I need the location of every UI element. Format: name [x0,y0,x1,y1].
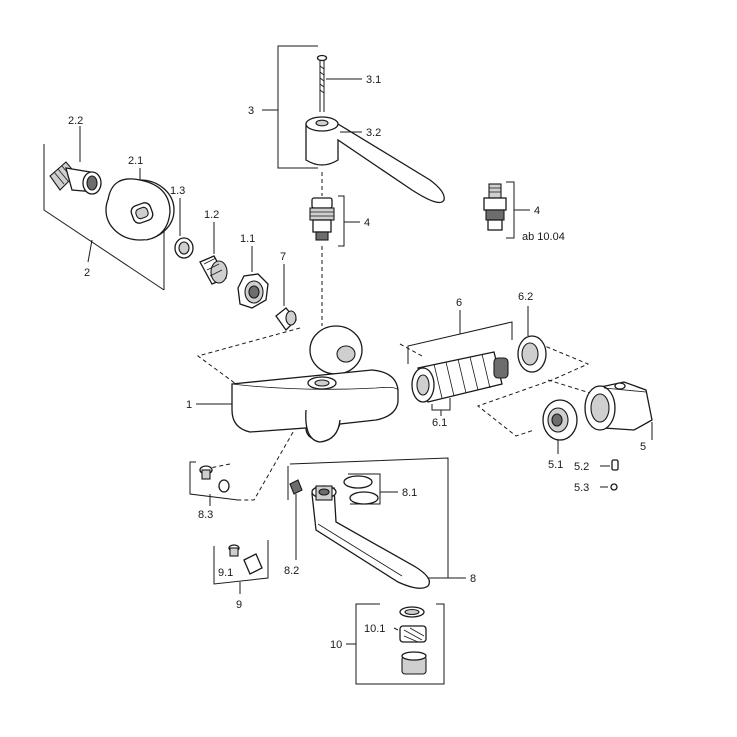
faucet-body-1 [196,325,399,443]
part-labels: 1 2 2.1 2.2 1.3 1.2 1.1 3 3.1 3.2 4 4 ab… [68,74,646,651]
label-5-1: 5.1 [548,459,563,471]
hex-nut-1-1 [237,246,269,309]
label-5-2: 5.2 [574,461,589,473]
label-2-1: 2.1 [128,155,143,167]
label-6-2: 6.2 [518,291,533,303]
label-2-2: 2.2 [68,115,83,127]
ring-6-2 [517,306,547,373]
label-1-1: 1.1 [240,233,255,245]
label-8-2: 8.2 [284,565,299,577]
label-9-1: 9.1 [218,567,233,579]
label-8-3: 8.3 [198,509,213,521]
label-4-center: 4 [364,217,370,229]
label-9: 9 [236,599,242,611]
label-5: 5 [640,441,646,453]
group-8-spout [287,457,466,589]
group-10-aerator [346,603,445,685]
label-10: 10 [330,639,342,651]
label-1-2: 1.2 [204,209,219,221]
insert-7 [275,264,297,332]
cartridge-4-right [483,181,530,239]
nut-1-3 [174,198,194,259]
group-2-wall-connection [43,126,175,291]
label-3-1: 3.1 [366,74,381,86]
screw-5-2 [600,459,619,471]
label-5-3: 5.3 [574,482,589,494]
label-10-1: 10.1 [364,623,385,635]
screw-3-1 [316,54,328,112]
label-ab-10-04: ab 10.04 [522,231,565,243]
elbow-fitting-2-2 [49,161,102,195]
dashed-guides [196,172,601,501]
part-5-3 [600,483,618,491]
label-7: 7 [280,251,286,263]
group-8-3 [189,461,239,506]
rosette-2-1 [105,178,175,241]
sleeve-1-2 [199,222,228,285]
group-3-handle [262,45,445,204]
label-3: 3 [248,105,254,117]
label-6: 6 [456,297,462,309]
temperature-grip-5 [584,381,653,440]
group-6-thermo-cartridge [407,310,513,416]
label-1: 1 [186,399,192,411]
label-2: 2 [84,267,90,279]
label-3-2: 3.2 [366,127,381,139]
lever-handle-3-2 [305,116,445,204]
label-6-1: 6.1 [432,417,447,429]
cartridge-4-center [309,195,360,247]
label-1-3: 1.3 [170,185,185,197]
label-8: 8 [470,573,476,585]
adapter-5-1 [542,399,578,454]
label-8-1: 8.1 [402,487,417,499]
label-4-right: 4 [534,205,540,217]
o-rings-8-1 [343,473,398,505]
group-9 [213,540,269,594]
